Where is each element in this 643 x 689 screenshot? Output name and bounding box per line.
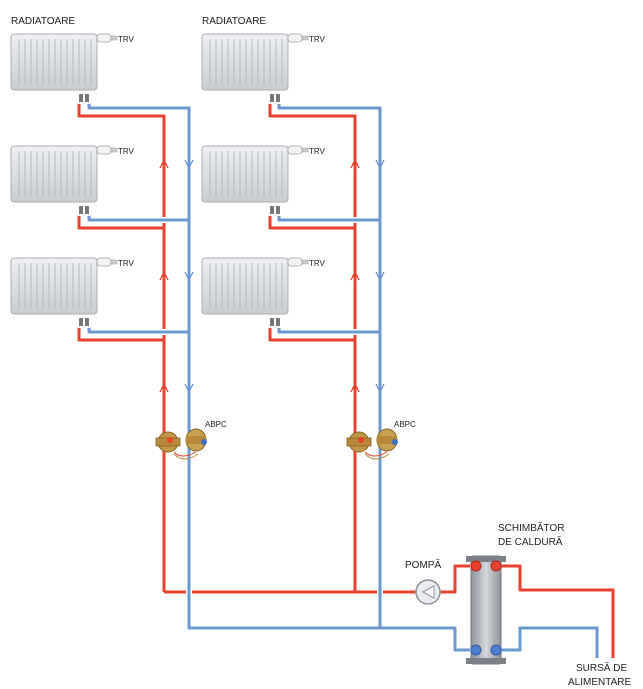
radiator-fitting-icon: [270, 206, 280, 214]
heat-exchanger-label: DE CALDURĂ: [498, 535, 563, 548]
supply-source-label: SURSĂ DE: [576, 661, 627, 674]
supply-source-label: ALIMENTARE: [568, 677, 631, 688]
radiators-label-left: RADIATOARE: [11, 16, 75, 27]
radiator-fitting-icon: [270, 94, 280, 102]
radiator-fitting-icon: [79, 318, 89, 326]
pump-icon: [415, 579, 441, 605]
radiator: [10, 33, 98, 91]
radiator: [10, 145, 98, 203]
trv-valve-icon: [96, 33, 118, 43]
radiator-column-left: [10, 33, 118, 326]
abpc-label: ABPC: [205, 420, 227, 429]
radiator: [201, 257, 289, 315]
trv-label: TRV: [118, 259, 135, 268]
trv-label: TRV: [309, 259, 326, 268]
radiator: [201, 145, 289, 203]
heat-exchanger-icon: [466, 555, 506, 665]
flow-arrows: [159, 158, 385, 394]
trv-label: TRV: [309, 147, 326, 156]
trv-valve-icon: [287, 33, 309, 43]
radiator: [201, 33, 289, 91]
trv-label: TRV: [309, 35, 326, 44]
return-pipes: [87, 104, 599, 658]
radiator-fitting-icon: [79, 206, 89, 214]
trv-valve-icon: [96, 145, 118, 155]
radiator-fitting-icon: [270, 318, 280, 326]
heat-exchanger-label: SCHIMBĂTOR: [498, 521, 565, 534]
trv-label: TRV: [118, 35, 135, 44]
radiators-label-right: RADIATOARE: [202, 16, 266, 27]
radiator-column-right: [201, 33, 309, 326]
trv-valve-icon: [287, 145, 309, 155]
trv-valve-icon: [287, 257, 309, 267]
trv-label: TRV: [118, 147, 135, 156]
radiator-fitting-icon: [79, 94, 89, 102]
radiator: [10, 257, 98, 315]
pipe-network: [76, 104, 616, 658]
trv-valve-icon: [96, 257, 118, 267]
supply-pipes: [77, 104, 615, 658]
pump-label: POMPĂ: [405, 558, 441, 571]
abpc-label: ABPC: [394, 420, 416, 429]
